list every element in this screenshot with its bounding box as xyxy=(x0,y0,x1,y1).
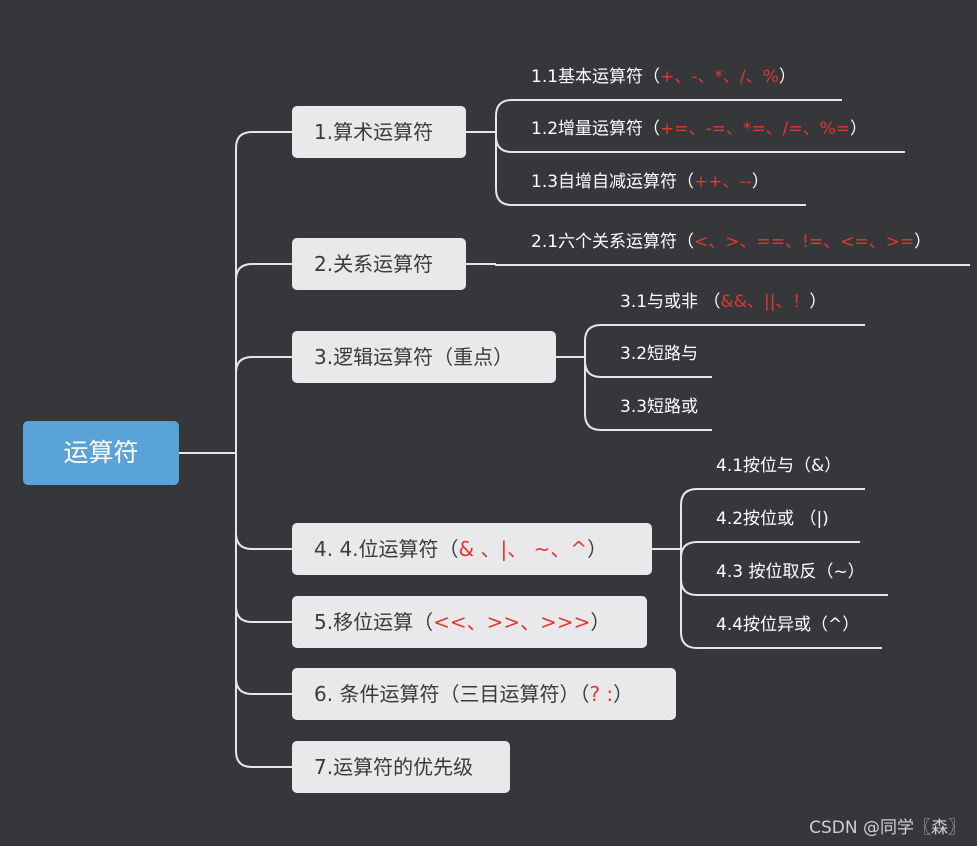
branch-node-3-text: 3.逻辑运算符（重点） xyxy=(314,345,514,369)
leaf-node-1-1-operators: +、-、*、/、% xyxy=(660,67,779,87)
branch-node-1[interactable]: 1.算术运算符 xyxy=(292,106,466,158)
leaf-underline-2-1 xyxy=(495,264,970,266)
leaf-node-1-2[interactable]: 1.2增量运算符（+=、-=、*=、/=、%=） xyxy=(531,118,867,140)
leaf-underline-4-2 xyxy=(680,541,860,559)
leaf-node-4-2-text: 4.2按位或 （|) xyxy=(716,509,829,529)
branch-node-5-operators: <<、>>、>>> xyxy=(433,610,591,634)
leaf-underline-3-1 xyxy=(584,324,865,342)
leaf-node-4-3-text: 4.3 按位取反（~） xyxy=(716,562,865,582)
branch-connector-1 xyxy=(235,131,292,149)
branch-connector-3 xyxy=(235,356,292,374)
leaf-node-3-1-suffix: ） xyxy=(809,292,827,312)
leaf-node-1-2-operators: +=、-=、*=、/=、%= xyxy=(660,119,851,139)
leaf-node-4-4-text: 4.4按位异或（^） xyxy=(716,615,860,635)
branch-node-5-text: 5.移位运算（ xyxy=(314,610,434,634)
branch-node-3[interactable]: 3.逻辑运算符（重点） xyxy=(292,331,556,383)
leaf-node-3-1[interactable]: 3.1与或非 （&&、||、！） xyxy=(620,291,826,313)
leaf-underline-1-1 xyxy=(495,99,842,117)
leaf-node-3-3[interactable]: 3.3短路或 xyxy=(620,396,698,418)
leaf-underline-1-3 xyxy=(495,188,806,206)
watermark: CSDN @同学〖森〗 xyxy=(809,818,965,838)
branch-node-6-text: 6. 条件运算符（三目运算符）（ xyxy=(314,682,590,706)
leaf-node-2-1[interactable]: 2.1六个关系运算符（<、>、==、!=、<=、>=） xyxy=(531,231,931,253)
branch-connector-5 xyxy=(235,605,292,623)
leaf-node-1-1-text: 1.1基本运算符（ xyxy=(531,67,661,87)
leaf-underline-4-1 xyxy=(680,488,865,506)
branch-connector-6 xyxy=(235,677,292,695)
leaf-node-1-2-text: 1.2增量运算符（ xyxy=(531,119,661,139)
branch-node-7[interactable]: 7.运算符的优先级 xyxy=(292,741,510,793)
branch-connector-7 xyxy=(235,750,292,768)
branch-node-5-suffix: ） xyxy=(590,610,611,634)
leaf-node-1-1[interactable]: 1.1基本运算符（+、-、*、/、%） xyxy=(531,66,796,88)
leaf-node-1-3-text: 1.3自增自减运算符（ xyxy=(531,172,695,192)
branch-node-4[interactable]: 4. 4.位运算符（& 、|、 ~、^） xyxy=(292,523,652,575)
leaf-node-4-4[interactable]: 4.4按位异或（^） xyxy=(716,614,859,636)
leaf-node-3-1-text: 3.1与或非 （ xyxy=(620,292,721,312)
leaf-node-3-2[interactable]: 3.2短路与 xyxy=(620,343,698,365)
leaf-underline-3-3 xyxy=(584,413,712,431)
branch-node-4-text: 4. 4.位运算符（ xyxy=(314,537,459,561)
branch-node-6[interactable]: 6. 条件运算符（三目运算符）（? :） xyxy=(292,668,676,720)
leaf-node-1-3-suffix: ） xyxy=(751,172,769,192)
branch-node-4-suffix: ） xyxy=(587,537,608,561)
leaf-node-2-1-suffix: ） xyxy=(914,232,932,252)
branch-node-7-text: 7.运算符的优先级 xyxy=(314,755,474,779)
branch-node-1-text: 1.算术运算符 xyxy=(314,120,434,144)
branch-connector-2 xyxy=(235,263,292,281)
leaf-node-1-3-operators: ++、-- xyxy=(694,172,752,192)
leaf-underline-4-4 xyxy=(680,631,882,649)
branch-node-5[interactable]: 5.移位运算（<<、>>、>>>） xyxy=(292,596,647,648)
leaf-node-1-1-suffix: ） xyxy=(778,67,796,87)
leaf-node-4-3[interactable]: 4.3 按位取反（~） xyxy=(716,561,865,583)
branch-connector-4 xyxy=(235,532,292,550)
leaf-node-1-2-suffix: ） xyxy=(850,119,868,139)
leaf-underline-1-2 xyxy=(495,135,905,153)
leaf-underline-3-2 xyxy=(584,360,712,378)
leaf-node-1-3[interactable]: 1.3自增自减运算符（++、--） xyxy=(531,171,769,193)
leaf-node-3-1-operators: &&、||、！ xyxy=(720,292,810,312)
branch-node-6-suffix: ） xyxy=(613,682,634,706)
root-node[interactable]: 运算符 xyxy=(23,421,179,485)
leaf-node-3-2-text: 3.2短路与 xyxy=(620,344,699,364)
leaf-node-2-1-text: 2.1六个关系运算符（ xyxy=(531,232,695,252)
leaf-node-4-2[interactable]: 4.2按位或 （|) xyxy=(716,508,829,530)
branch-node-2[interactable]: 2.关系运算符 xyxy=(292,238,466,290)
leaf-node-4-1-text: 4.1按位与（&） xyxy=(716,456,842,476)
leaf-node-2-1-operators: <、>、==、!=、<=、>= xyxy=(694,232,915,252)
branch-node-2-text: 2.关系运算符 xyxy=(314,252,434,276)
leaf-node-3-3-text: 3.3短路或 xyxy=(620,397,699,417)
leaf-underline-4-3 xyxy=(680,578,888,596)
branch-node-6-operators: ? : xyxy=(589,682,614,706)
branch-node-4-operators: & 、|、 ~、^ xyxy=(458,537,588,561)
leaf-node-4-1[interactable]: 4.1按位与（&） xyxy=(716,455,841,477)
